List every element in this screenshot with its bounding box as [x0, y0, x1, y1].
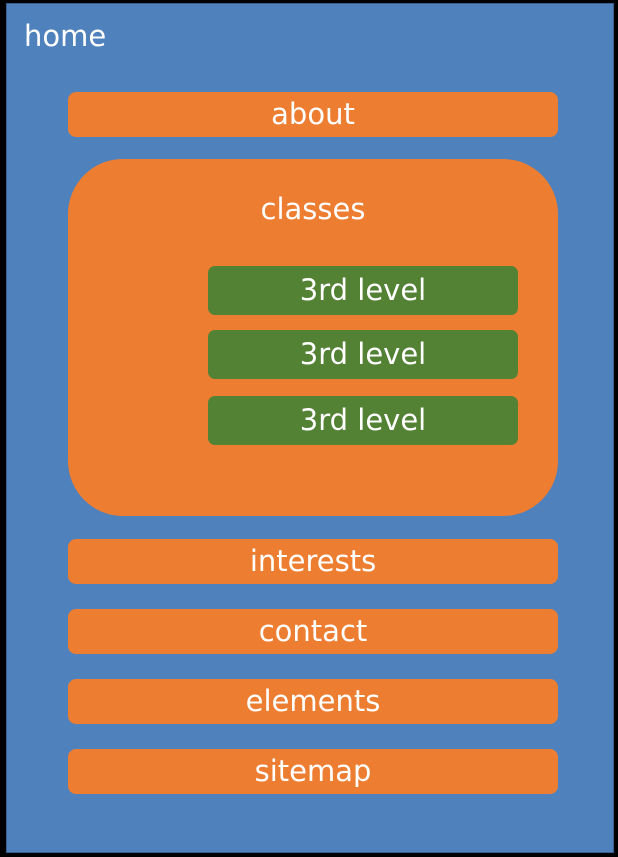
- nav-item-sitemap[interactable]: sitemap: [68, 749, 558, 794]
- nav-item-classes[interactable]: classes: [260, 192, 366, 226]
- nav-item-elements[interactable]: elements: [68, 679, 558, 724]
- nav-item-contact[interactable]: contact: [68, 609, 558, 654]
- home-label[interactable]: home: [24, 19, 107, 53]
- nav-subitem-3rd-level-1[interactable]: 3rd level: [208, 266, 518, 315]
- nav-item-about[interactable]: about: [68, 92, 558, 137]
- nav-subitem-3rd-level-2[interactable]: 3rd level: [208, 330, 518, 379]
- nav-item-interests[interactable]: interests: [68, 539, 558, 584]
- nav-group-classes: classes 3rd level 3rd level 3rd level: [68, 159, 558, 516]
- nav-subitem-3rd-level-3[interactable]: 3rd level: [208, 396, 518, 445]
- home-container: home about classes 3rd level 3rd level 3…: [6, 3, 614, 853]
